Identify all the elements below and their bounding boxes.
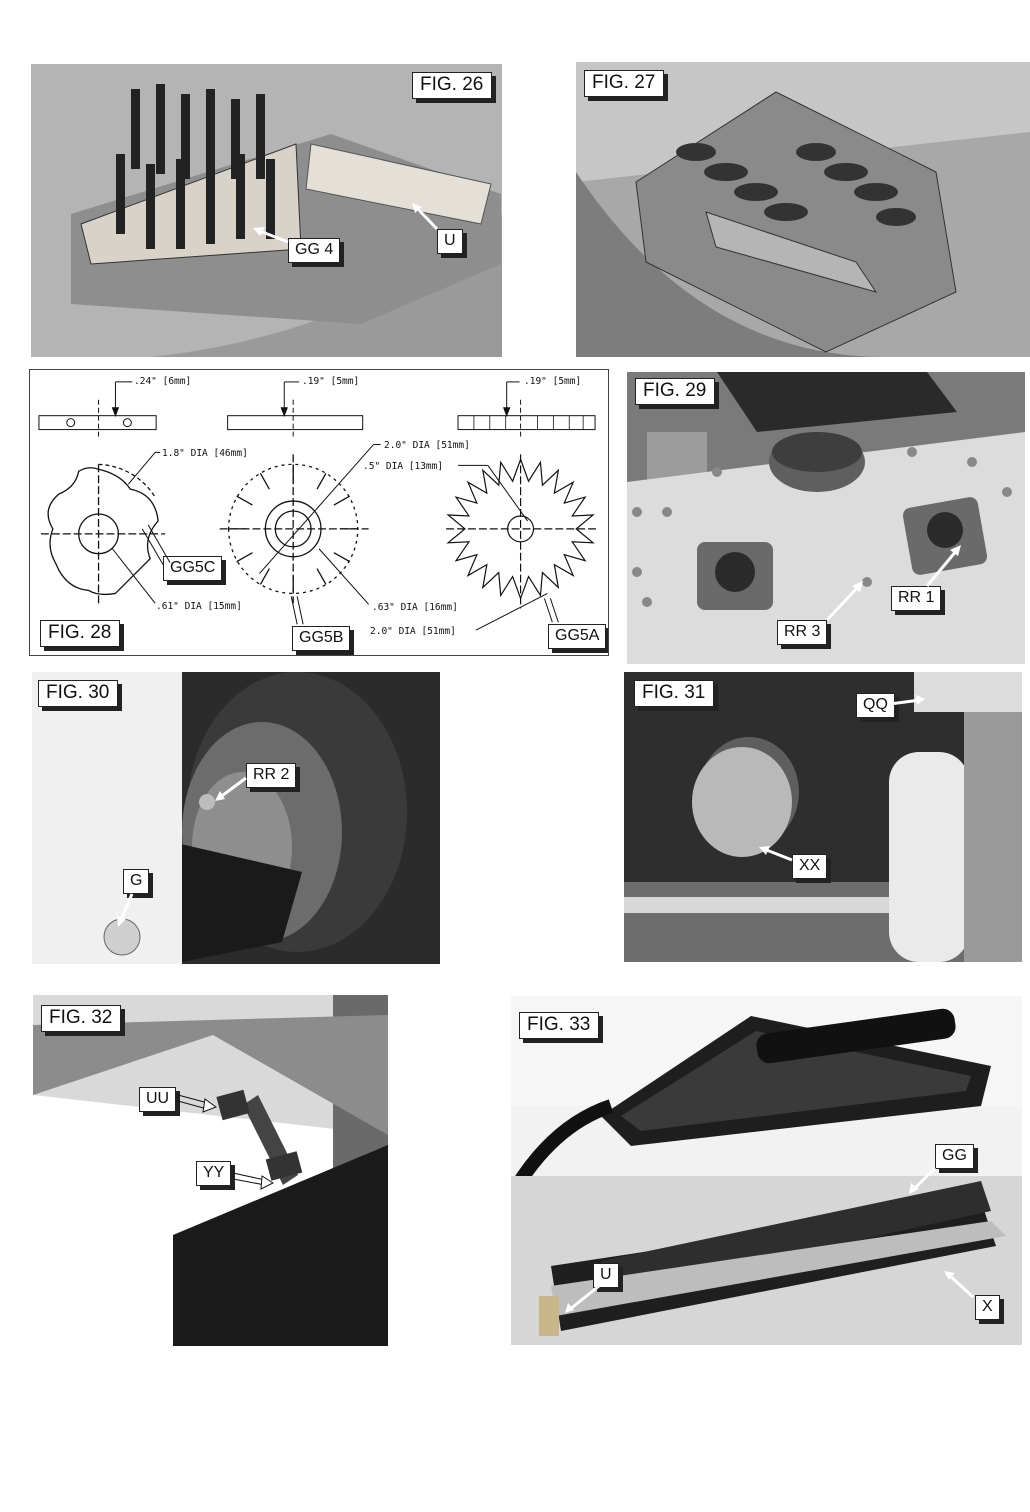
callout-yy: YY: [196, 1161, 232, 1186]
callout-u: U: [437, 229, 463, 254]
fig28-title: FIG. 28: [40, 620, 121, 647]
fig29-title: FIG. 29: [635, 378, 716, 405]
dim-dia-c-outer: 1.8" DIA [46mm]: [162, 448, 248, 459]
fig33-photo: [511, 996, 1022, 1345]
callout-x: X: [975, 1295, 1000, 1320]
dim-thickness-c: .24" [6mm]: [134, 376, 192, 387]
figure-32: FIG. 32 UU YY: [33, 995, 388, 1346]
fig30-title: FIG. 30: [38, 680, 119, 707]
figure-33: FIG. 33 GG U X: [511, 996, 1022, 1345]
callout-rr3: RR 3: [777, 620, 828, 645]
fig28-drawing: [31, 370, 607, 655]
dim-dia-c-bore: .61" DIA [15mm]: [156, 601, 242, 612]
callout-gg: GG: [935, 1144, 974, 1169]
callout-gg4: GG 4: [288, 238, 341, 263]
dim-thickness-a: .19" [5mm]: [524, 376, 582, 387]
dim-dia-b-outer: 2.0" DIA [51mm]: [384, 440, 470, 451]
figure-27: FIG. 27: [576, 62, 1030, 357]
callout-xx: XX: [792, 854, 828, 879]
callout-qq: QQ: [856, 693, 895, 718]
figure-29: FIG. 29 RR 1 RR 3: [627, 372, 1025, 664]
callout-u-fig33: U: [593, 1263, 619, 1288]
fig33-title: FIG. 33: [519, 1012, 600, 1039]
dim-thickness-b: .19" [5mm]: [302, 376, 360, 387]
callout-gg5c: GG5C: [163, 556, 223, 581]
figure-28: .24" [6mm] .19" [5mm] .19" [5mm] 1.8" DI…: [29, 369, 609, 656]
callout-rr2: RR 2: [246, 763, 297, 788]
figure-26: FIG. 26 GG 4 U: [31, 64, 502, 357]
fig26-photo: [31, 64, 502, 357]
fig31-title: FIG. 31: [634, 680, 715, 707]
figure-30: FIG. 30 RR 2 G: [32, 672, 440, 964]
fig27-photo: [576, 62, 1030, 357]
fig30-photo: [32, 672, 440, 964]
fig26-title: FIG. 26: [412, 72, 493, 99]
fig32-photo: [33, 995, 388, 1346]
callout-gg5b: GG5B: [292, 626, 351, 651]
callout-rr1: RR 1: [891, 586, 942, 611]
fig27-title: FIG. 27: [584, 70, 665, 97]
dim-dia-b-bore: .63" DIA [16mm]: [372, 602, 458, 613]
fig31-photo: [624, 672, 1022, 962]
callout-gg5a: GG5A: [548, 624, 607, 649]
fig32-title: FIG. 32: [41, 1005, 122, 1032]
callout-g: G: [123, 869, 150, 894]
dim-dia-a-bore: .5" DIA [13mm]: [363, 461, 444, 472]
dim-dia-a-outer: 2.0" DIA [51mm]: [370, 626, 456, 637]
callout-uu: UU: [139, 1087, 177, 1112]
figure-31: FIG. 31 QQ XX: [624, 672, 1022, 962]
